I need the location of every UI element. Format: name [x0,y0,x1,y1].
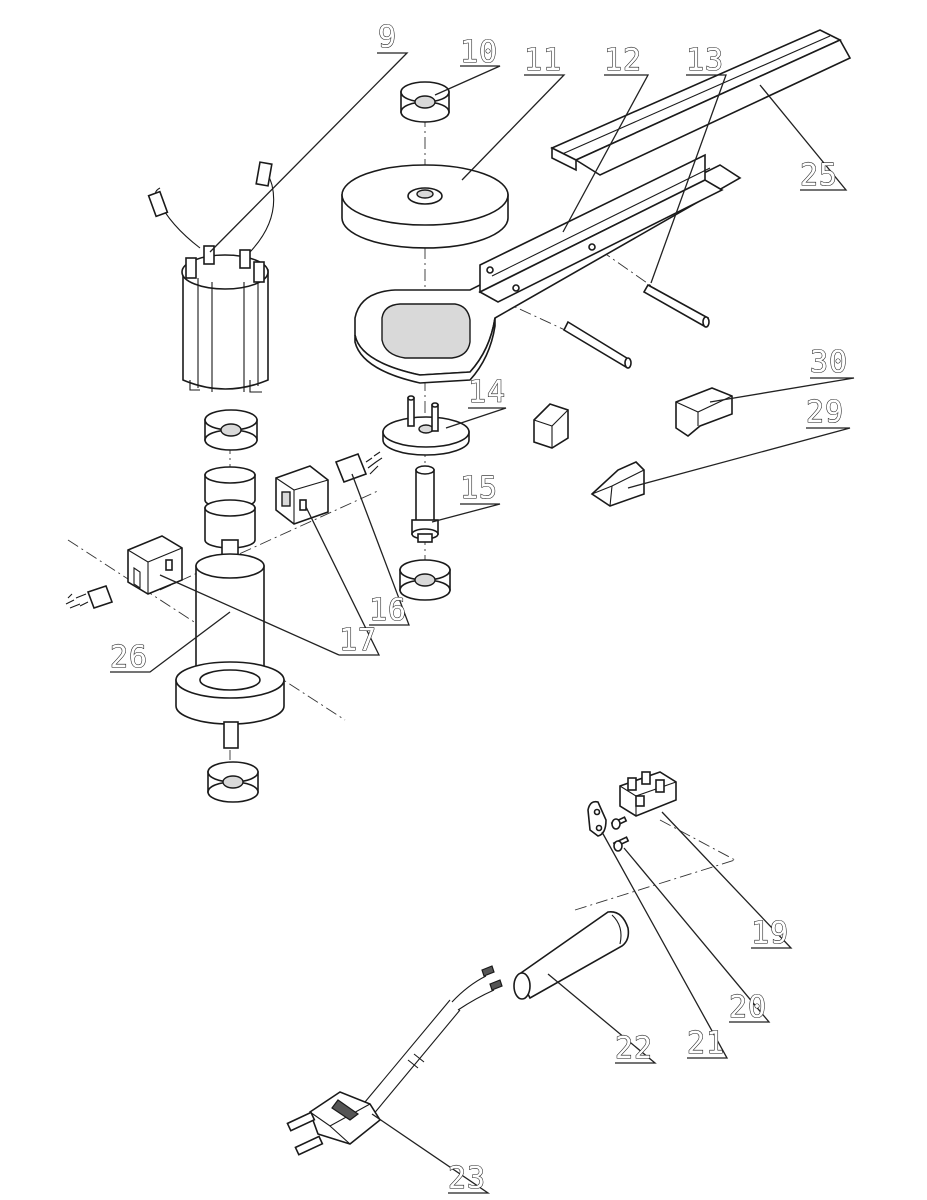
callout-13: 13 [686,43,724,78]
callout-14: 14 [468,375,506,410]
shaft-bearing [399,559,451,601]
callout-10: 10 [460,35,498,70]
callout-19: 19 [751,916,789,951]
callout-29: 29 [806,395,844,430]
callout-26: 26 [110,640,148,675]
support-arm [354,153,742,384]
callout-9: 9 [378,20,397,55]
top-bearing [400,81,450,123]
callout-16: 16 [369,593,407,628]
callout-11: 11 [524,43,562,78]
armature [175,466,285,749]
callout-25: 25 [800,158,838,193]
leader-lines [110,52,855,1194]
screws [610,816,630,852]
brush-holder-right [275,465,329,525]
grinding-disc [341,164,509,249]
cam-plate [382,395,470,456]
callout-30: 30 [810,345,848,380]
shaft [411,465,439,543]
block-29 [590,461,645,507]
block-small [533,403,569,449]
terminal-axis [659,819,736,861]
callout-23: 23 [448,1161,486,1196]
power-plug [286,1091,382,1156]
callout-22: 22 [615,1031,653,1066]
cord-sleeve [513,911,630,1000]
cord-clamp [587,800,607,837]
carbon-brush-right [334,451,383,484]
callout-21: 21 [687,1026,725,1061]
callout-12: 12 [604,43,642,78]
terminal-block [619,771,677,817]
upper-motor-bearing [204,409,258,451]
lower-motor-bearing [207,761,259,803]
brush-holder-left [127,535,183,595]
pin-axis-right [599,249,701,321]
callout-15: 15 [460,471,498,506]
pins [562,283,710,369]
callout-labels: 9 10 11 12 13 25 30 14 29 15 16 17 26 19… [109,19,848,1196]
block-30 [675,387,733,437]
carbon-brush-left [65,584,114,610]
brush-holder-axis [159,489,381,591]
power-cord [359,965,503,1117]
upper-rail [550,29,852,176]
callout-17: 17 [339,623,377,658]
stator-field-coil [147,161,275,393]
callout-20: 20 [729,990,767,1025]
